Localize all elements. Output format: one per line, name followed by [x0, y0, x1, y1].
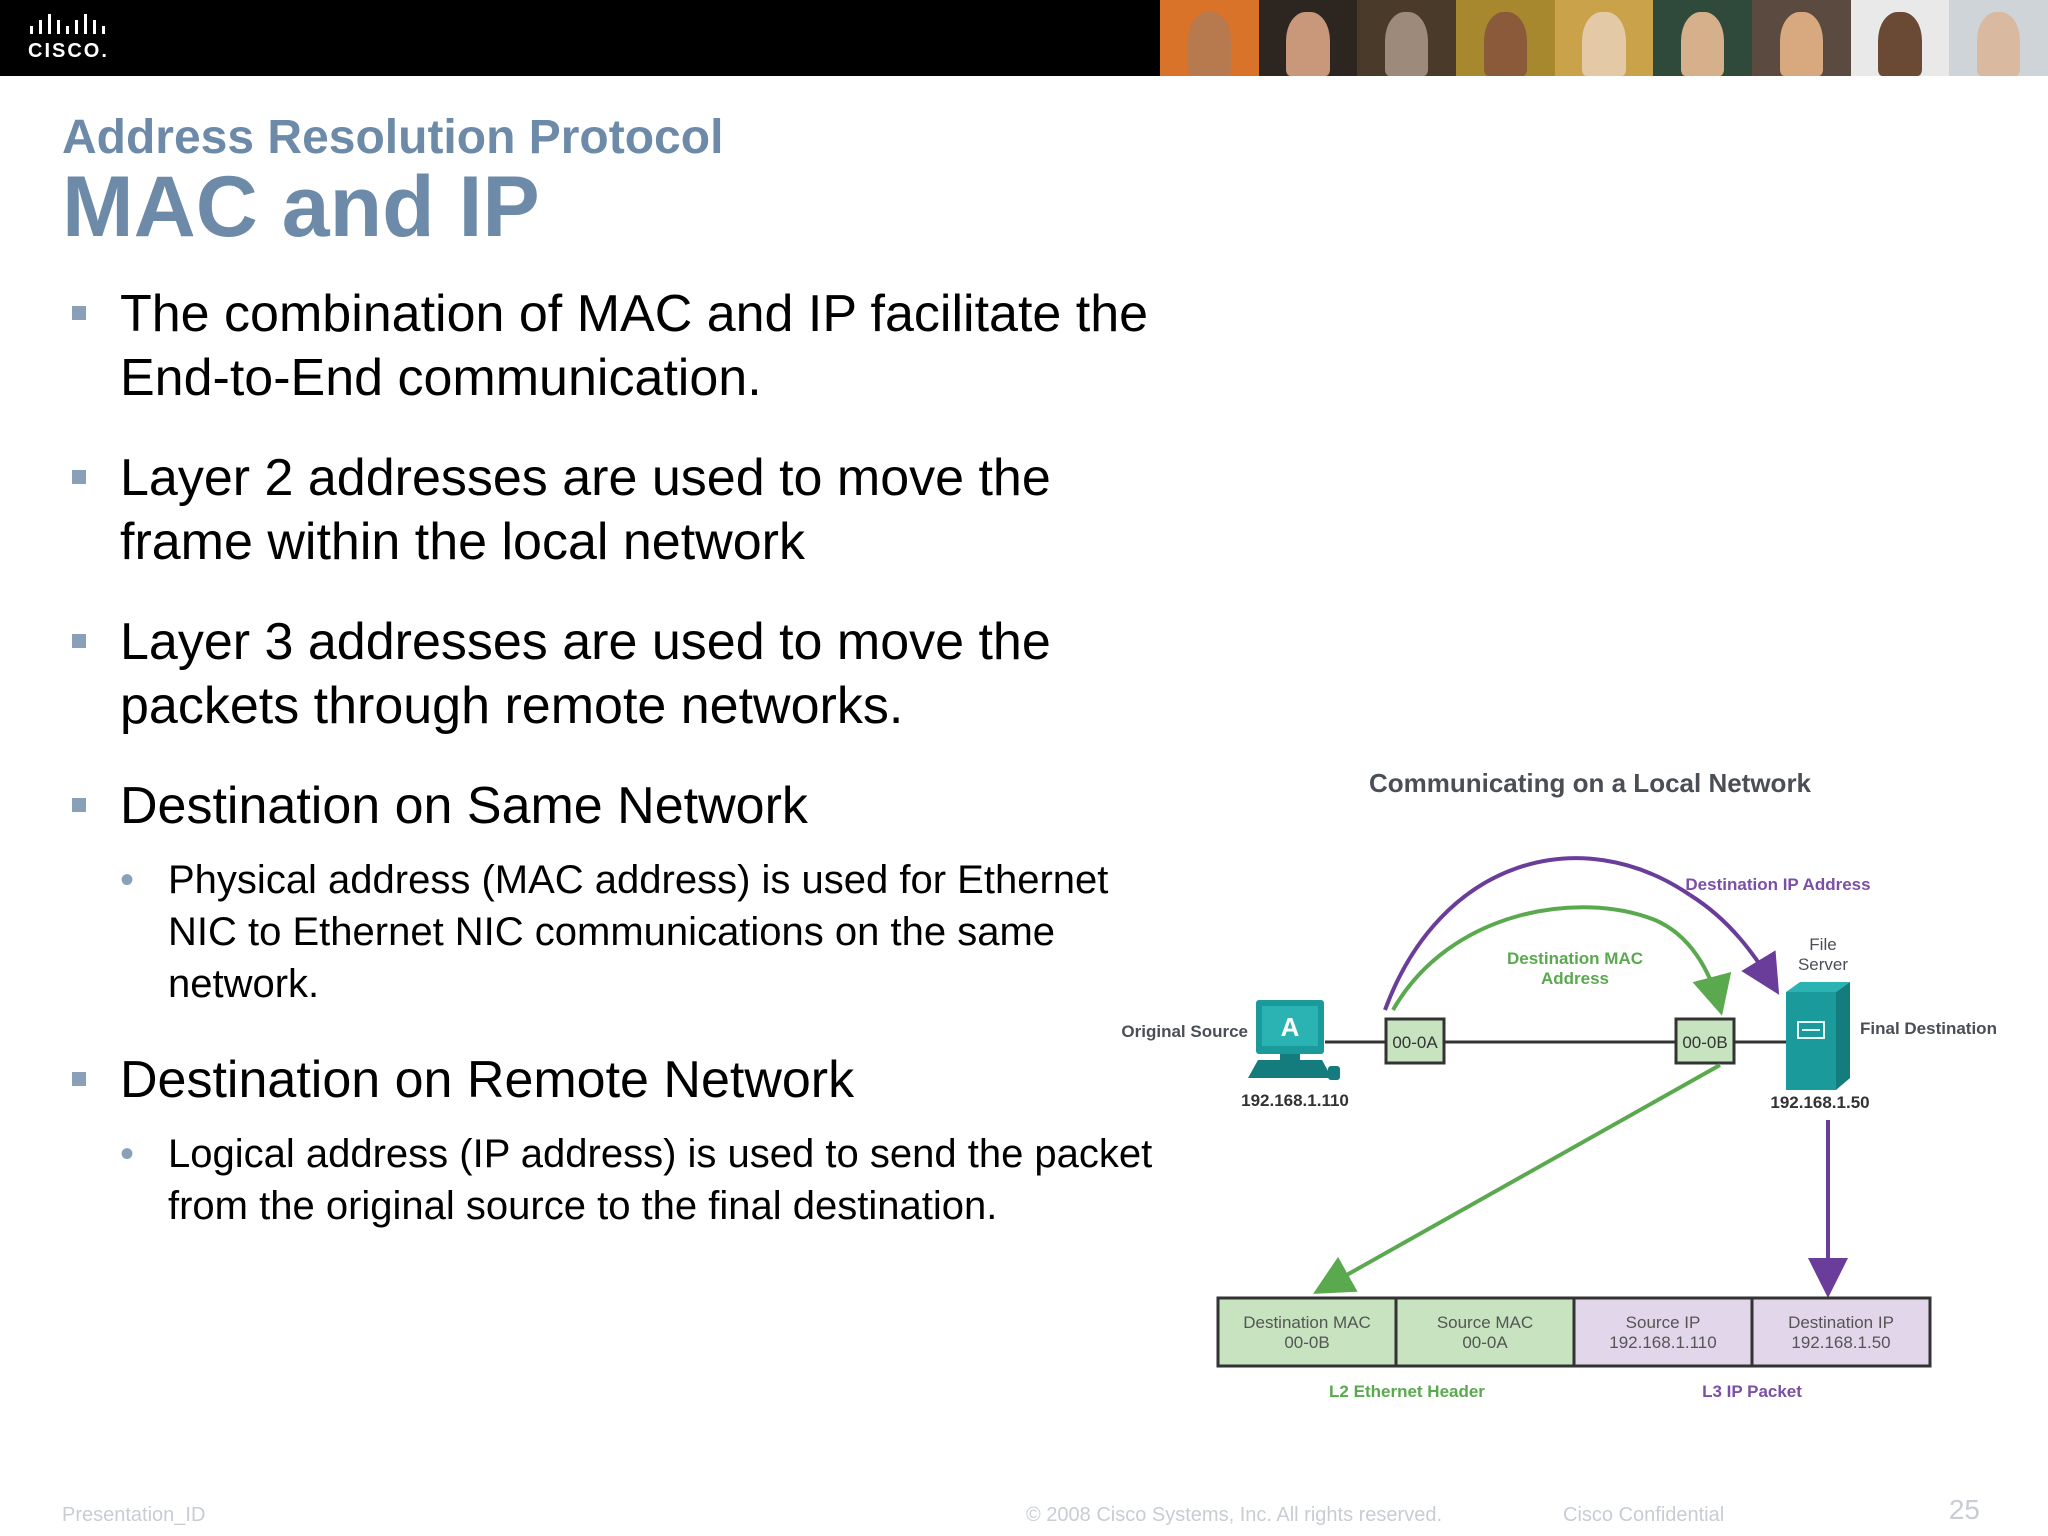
bullet-dot-icon: •: [120, 1132, 135, 1176]
l2-header-label: L2 Ethernet Header: [1329, 1382, 1485, 1401]
header-photo: [1160, 0, 1259, 76]
bullet-text: Destination on Remote Network: [120, 1051, 855, 1109]
bullet-dot-icon: •: [120, 858, 135, 902]
server-label-line1: File: [1809, 935, 1836, 954]
header-photo: [1949, 0, 2048, 76]
header-cell-label: Destination IP: [1788, 1313, 1894, 1332]
sub-bullet-item: • Logical address (IP address) is used t…: [70, 1128, 1180, 1232]
header-cell-dest-mac: [1216, 1296, 1398, 1368]
dest-mac-to-header-arrow: [1313, 1063, 1721, 1294]
diagram-title: Communicating on a Local Network: [1369, 768, 1812, 798]
file-server-icon: [1786, 982, 1850, 1090]
bullet-item: Layer 2 addresses are used to move the f…: [70, 446, 1180, 574]
dest-nic-box: [1674, 1017, 1736, 1065]
bullet-item: Layer 3 addresses are used to move the p…: [70, 610, 1180, 738]
header-cell-label: Destination MAC: [1243, 1313, 1371, 1332]
header-cell-dest-ip: [1750, 1296, 1932, 1368]
bullet-square-icon: [72, 470, 86, 484]
header-photo: [1258, 0, 1358, 76]
source-ip-text: 192.168.1.110: [1241, 1091, 1349, 1110]
header-cell-value: 00-0B: [1284, 1333, 1329, 1352]
bullet-text: Layer 2 addresses are used to move the f…: [120, 449, 1051, 571]
bullet-square-icon: [72, 306, 86, 320]
cisco-logo-text: CISCO.: [28, 40, 109, 62]
bullet-item: The combination of MAC and IP facilitate…: [70, 282, 1180, 410]
dest-ip-label: Destination IP Address: [1685, 875, 1870, 894]
bullet-item: Destination on Remote Network: [70, 1048, 1180, 1112]
slide-title: MAC and IP: [62, 159, 540, 255]
bullet-text: The combination of MAC and IP facilitate…: [120, 285, 1149, 407]
bullet-list: The combination of MAC and IP facilitate…: [70, 282, 1180, 1270]
bullet-square-icon: [72, 634, 86, 648]
bullet-item: Destination on Same Network: [70, 774, 1180, 838]
sub-bullet-item: • Physical address (MAC address) is used…: [70, 854, 1180, 1010]
footer-confidential: Cisco Confidential: [1563, 1504, 1725, 1526]
header-cell-value: 00-0A: [1462, 1333, 1508, 1352]
footer-presentation-id: Presentation_ID: [62, 1504, 206, 1526]
header-cell-value: 192.168.1.110: [1609, 1333, 1716, 1352]
page-number: 25: [1948, 1494, 1980, 1525]
header-photo: [1456, 0, 1555, 76]
sub-bullet-text: Physical address (MAC address) is used f…: [168, 858, 1109, 1006]
server-label-line2: Server: [1798, 955, 1848, 974]
header-cell-label: Source MAC: [1437, 1313, 1533, 1332]
bullet-square-icon: [72, 798, 86, 812]
dest-mac-label-line2: Address: [1541, 969, 1609, 988]
final-destination-label: Final Destination: [1860, 1019, 1997, 1038]
slide-subtitle: Address Resolution Protocol: [62, 111, 724, 164]
header-cell-label: Source IP: [1626, 1313, 1701, 1332]
header-photo: [1357, 0, 1457, 76]
dest-mac-label-line1: Destination MAC: [1507, 949, 1643, 968]
header-cell-value: 192.168.1.50: [1791, 1333, 1890, 1352]
l3-packet-label: L3 IP Packet: [1702, 1382, 1802, 1401]
header-cell-source-mac: [1394, 1296, 1576, 1368]
header-photo-strip: [1160, 0, 2048, 76]
header-photo: [1653, 0, 1753, 76]
header-bar: CISCO.: [0, 0, 2048, 76]
source-nic-box: [1384, 1017, 1446, 1065]
header-photo: [1752, 0, 1851, 76]
dest-ip-arc-head: [1688, 893, 1780, 995]
dest-mac-arc: [1391, 905, 1732, 1016]
dest-ip-text: 192.168.1.50: [1770, 1093, 1869, 1112]
bullet-text: Layer 3 addresses are used to move the p…: [120, 613, 1051, 735]
dest-ip-arc: [1383, 856, 1692, 1011]
cisco-logo: CISCO.: [28, 14, 118, 64]
sub-bullet-text: Logical address (IP address) is used to …: [168, 1132, 1153, 1228]
source-label: Original Source: [1121, 1022, 1248, 1041]
network-diagram: Communicating on a Local Network Destina…: [1121, 768, 1997, 1401]
dest-nic-mac: 00-0B: [1682, 1033, 1727, 1052]
bullet-square-icon: [72, 1072, 86, 1086]
cisco-bars-icon: [30, 14, 105, 34]
bullet-text: Destination on Same Network: [120, 777, 808, 835]
header-cell-source-ip: [1572, 1296, 1754, 1368]
source-nic-mac: 00-0A: [1392, 1033, 1438, 1052]
header-photo: [1850, 0, 1950, 76]
header-photo: [1554, 0, 1654, 76]
source-pc-icon: [1248, 1000, 1340, 1080]
footer-copyright: © 2008 Cisco Systems, Inc. All rights re…: [1026, 1504, 1443, 1526]
pc-letter: A: [1281, 1012, 1300, 1042]
